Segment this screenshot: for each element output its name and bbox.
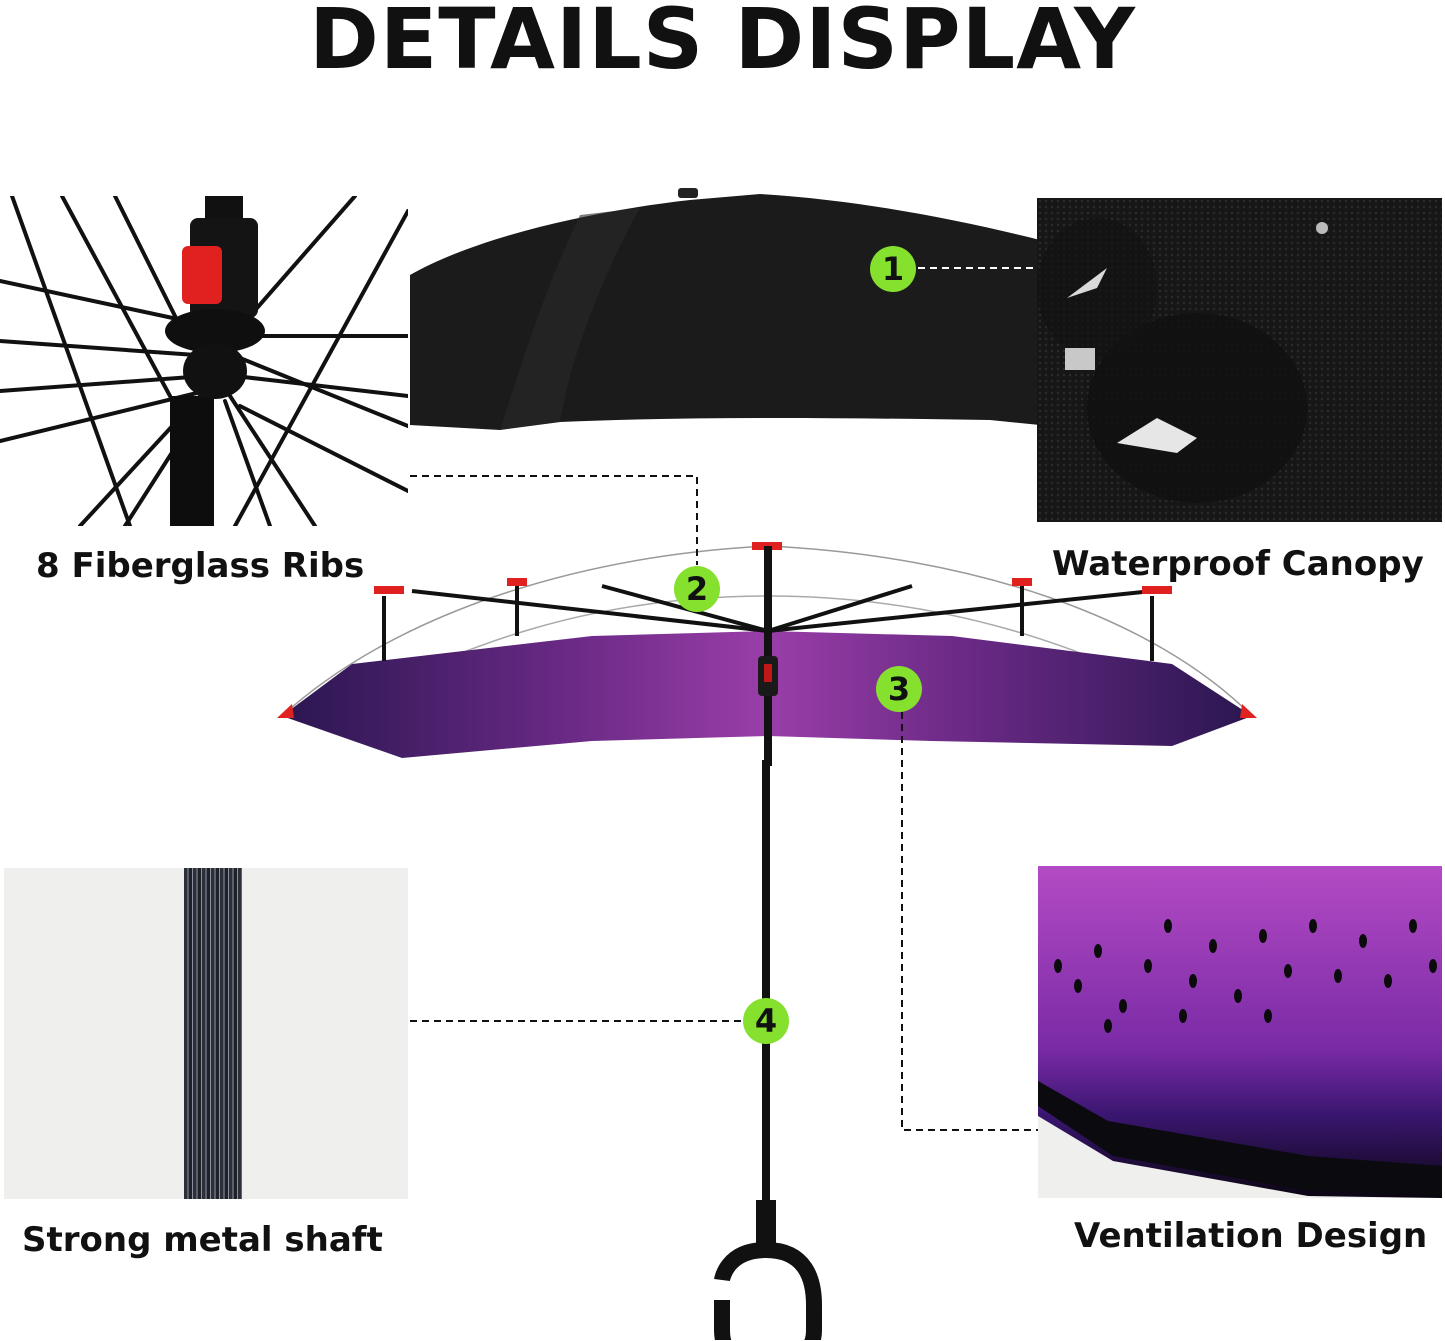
ribs-caption: 8 Fiberglass Ribs bbox=[36, 546, 365, 586]
waterproof-fabric-image bbox=[1037, 198, 1442, 522]
badge-4: 4 bbox=[743, 998, 789, 1044]
badge-1: 1 bbox=[870, 246, 916, 292]
shaft-and-handle bbox=[714, 760, 822, 1340]
metal-shaft-image bbox=[4, 868, 408, 1199]
badge-2: 2 bbox=[674, 566, 720, 612]
badge-3: 3 bbox=[876, 666, 922, 712]
ribs-closeup-image bbox=[0, 196, 408, 526]
inverted-umbrella-image bbox=[277, 542, 1257, 766]
shaft-caption: Strong metal shaft bbox=[22, 1220, 383, 1260]
page-title: DETAILS DISPLAY bbox=[309, 0, 1136, 88]
ventilation-caption: Ventilation Design bbox=[1074, 1216, 1428, 1256]
ventilation-image bbox=[1038, 866, 1442, 1198]
closed-umbrella-image bbox=[410, 188, 1040, 430]
waterproof-caption: Waterproof Canopy bbox=[1052, 544, 1424, 584]
